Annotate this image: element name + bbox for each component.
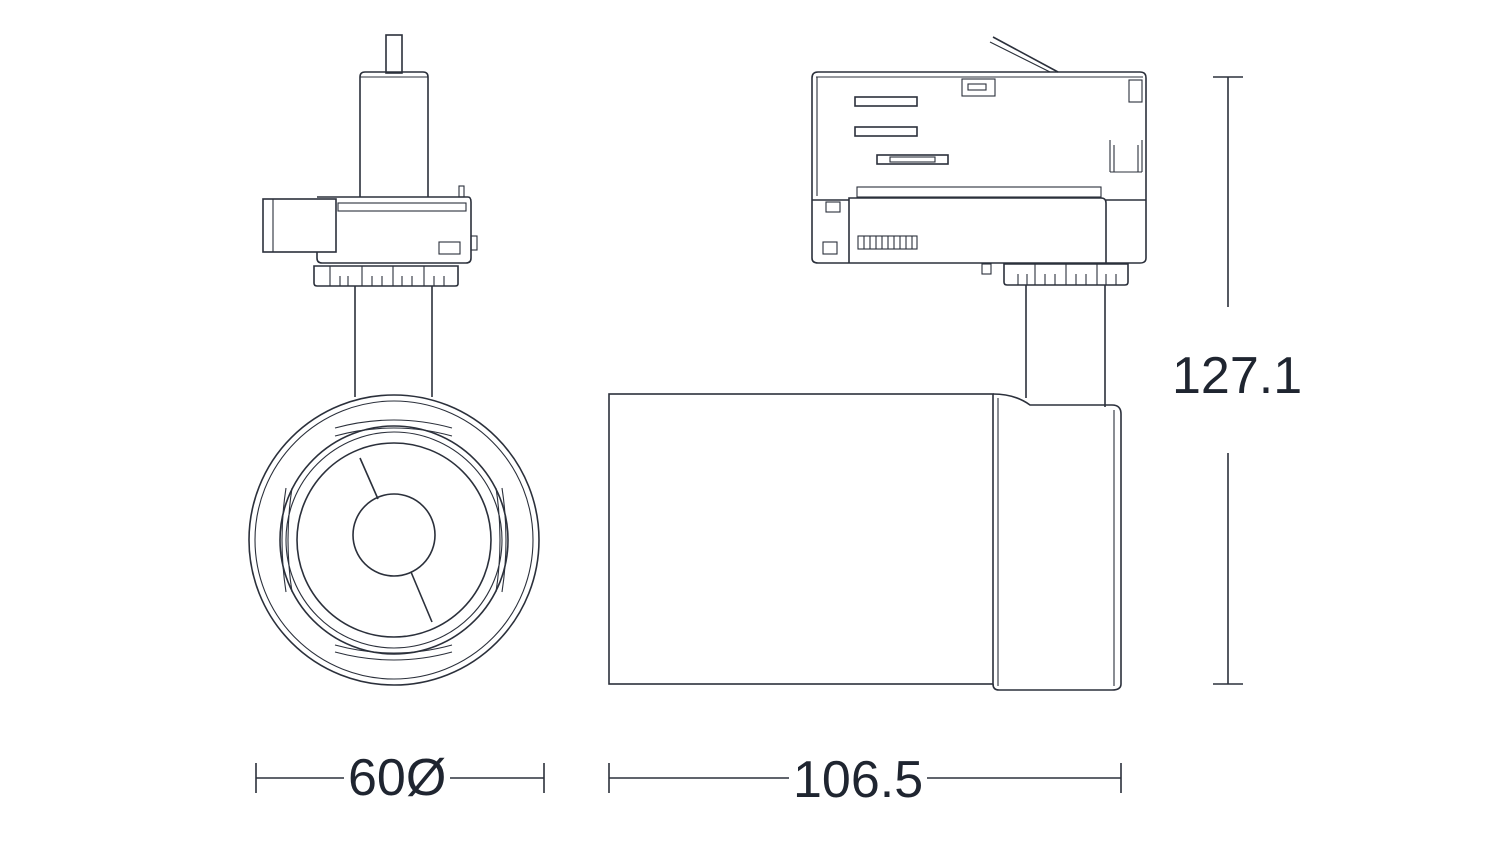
front-lens-center xyxy=(352,493,436,577)
front-view xyxy=(248,34,540,686)
height-label: 127.1 xyxy=(1172,347,1303,405)
front-rotation-ring xyxy=(313,265,459,287)
side-collar xyxy=(992,393,1122,691)
side-view xyxy=(608,36,1147,691)
front-adapter-neck xyxy=(359,71,429,197)
length-label: 106.5 xyxy=(789,754,928,806)
front-lens-ring xyxy=(296,442,492,638)
front-adapter-body xyxy=(316,196,472,264)
diameter-label: 60Ø xyxy=(344,752,451,804)
front-outer-ring xyxy=(248,394,540,686)
front-pin xyxy=(385,34,403,74)
side-cylinder-body xyxy=(608,393,994,685)
dimension-lines xyxy=(255,76,1243,793)
front-side-clip xyxy=(262,198,337,253)
side-rotation-ring xyxy=(1003,263,1129,286)
side-adapter-body xyxy=(811,71,1147,264)
